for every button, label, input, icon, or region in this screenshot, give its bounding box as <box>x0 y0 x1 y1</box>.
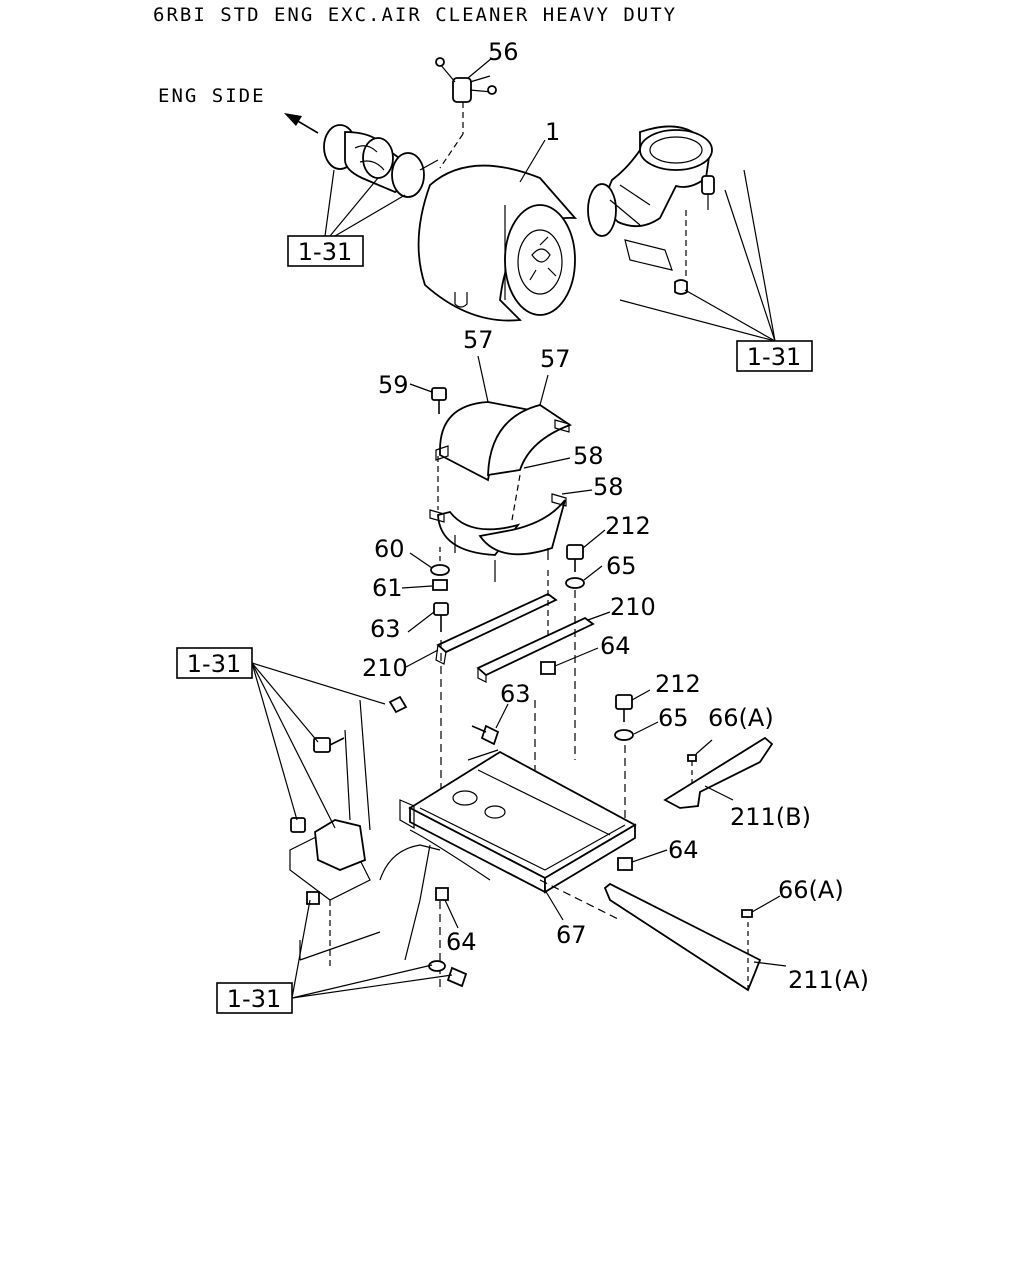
callout-66a: 66(A) <box>708 704 774 732</box>
bolt-59 <box>431 387 447 414</box>
plate-211a <box>539 879 762 992</box>
right-elbow-hose <box>587 125 715 295</box>
hardware-right <box>565 544 585 589</box>
callout-1: 1 <box>545 118 560 146</box>
callout-65a: 65 <box>606 552 637 580</box>
diagram-title: 6RBI STD ENG EXC.AIR CLEANER HEAVY DUTY <box>153 4 677 26</box>
callout-57a: 57 <box>463 326 494 354</box>
callout-65b: 65 <box>658 704 689 732</box>
callout-64c: 64 <box>446 928 477 956</box>
callout-labels: 56 1 57 57 59 58 58 212 60 65 61 210 63 … <box>362 38 869 994</box>
callout-211b: 211(B) <box>730 803 811 831</box>
ref-box-1[interactable]: 1-31 <box>287 235 364 267</box>
air-cleaner-body <box>417 164 578 322</box>
mounting-bands <box>429 401 572 582</box>
rails-210 <box>435 570 595 683</box>
eng-side-label: ENG SIDE <box>158 85 266 107</box>
callout-210a: 210 <box>610 593 656 621</box>
callout-58b: 58 <box>593 473 624 501</box>
callout-leaders <box>401 57 787 967</box>
nut-64-top <box>540 661 556 675</box>
eng-side-arrow <box>284 113 319 134</box>
svg-text:1-31: 1-31 <box>298 238 352 266</box>
ref-box-4[interactable]: 1-31 <box>216 982 293 1014</box>
hardware-left <box>430 547 450 632</box>
callout-64a: 64 <box>600 632 631 660</box>
callout-212a: 212 <box>605 512 651 540</box>
ref-leaders <box>251 169 776 999</box>
callout-67: 67 <box>556 921 587 949</box>
callout-57b: 57 <box>540 345 571 373</box>
mounting-tray-67 <box>399 749 637 894</box>
svg-text:1-31: 1-31 <box>187 650 241 678</box>
callout-212b: 212 <box>655 670 701 698</box>
restriction-indicator-56 <box>435 57 497 169</box>
callout-60: 60 <box>374 535 405 563</box>
ref-box-2[interactable]: 1-31 <box>736 340 813 372</box>
callout-64b: 64 <box>668 836 699 864</box>
plate-211b <box>663 736 774 809</box>
callout-211a: 211(A) <box>788 966 869 994</box>
hardware-lower <box>435 694 634 901</box>
svg-text:1-31: 1-31 <box>227 985 281 1013</box>
callout-58a: 58 <box>573 442 604 470</box>
callout-63b: 63 <box>500 680 531 708</box>
callout-210b: 210 <box>362 654 408 682</box>
callout-61: 61 <box>372 574 403 602</box>
ref-box-3[interactable]: 1-31 <box>176 647 253 679</box>
alignment-lines <box>439 590 626 990</box>
frame-bracket-left <box>289 695 491 988</box>
svg-text:1-31: 1-31 <box>747 343 801 371</box>
callout-63a: 63 <box>370 615 401 643</box>
left-intake-hose <box>323 124 439 198</box>
callout-56: 56 <box>488 38 519 66</box>
callout-59: 59 <box>378 371 409 399</box>
callout-66b: 66(A) <box>778 876 844 904</box>
